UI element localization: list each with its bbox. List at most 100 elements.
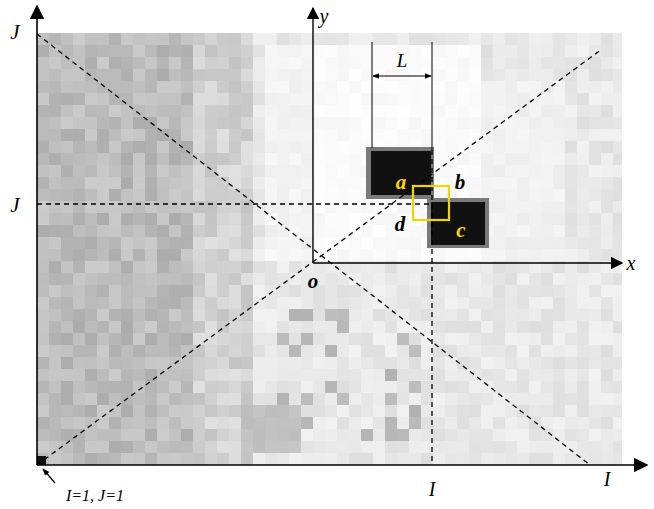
image-pixel	[349, 405, 361, 417]
image-pixel	[49, 381, 61, 393]
image-pixel	[37, 309, 49, 321]
image-pixel	[469, 273, 481, 285]
image-pixel	[157, 141, 169, 153]
image-pixel	[385, 129, 397, 141]
image-pixel	[133, 453, 145, 465]
image-pixel	[97, 177, 109, 189]
image-pixel	[229, 69, 241, 81]
image-pixel	[133, 153, 145, 165]
image-pixel	[49, 405, 61, 417]
image-pixel	[349, 309, 361, 321]
image-pixel	[517, 213, 529, 225]
image-pixel	[505, 309, 517, 321]
image-pixel	[241, 69, 253, 81]
image-pixel	[397, 417, 409, 429]
image-pixel	[169, 369, 181, 381]
image-pixel	[565, 165, 577, 177]
image-pixel	[589, 249, 601, 261]
image-pixel	[145, 189, 157, 201]
image-pixel	[205, 345, 217, 357]
image-pixel	[121, 429, 133, 441]
image-pixel	[241, 453, 253, 465]
dimension-arrow	[373, 75, 431, 76]
image-pixel	[469, 333, 481, 345]
image-pixel	[493, 297, 505, 309]
image-pixel	[157, 57, 169, 69]
image-pixel	[409, 57, 421, 69]
image-pixel	[205, 105, 217, 117]
image-pixel	[229, 273, 241, 285]
image-pixel	[397, 333, 409, 345]
image-pixel	[553, 273, 565, 285]
image-pixel	[589, 117, 601, 129]
image-pixel	[421, 117, 433, 129]
image-pixel	[601, 69, 613, 81]
image-pixel	[193, 45, 205, 57]
image-pixel	[433, 321, 445, 333]
image-pixel	[577, 81, 589, 93]
image-pixel	[109, 249, 121, 261]
image-pixel	[361, 405, 373, 417]
image-pixel	[169, 453, 181, 465]
image-pixel	[529, 225, 541, 237]
image-pixel	[181, 261, 193, 273]
image-pixel	[589, 81, 601, 93]
image-pixel	[241, 333, 253, 345]
image-pixel	[205, 165, 217, 177]
image-pixel	[253, 225, 265, 237]
image-pixel	[565, 201, 577, 213]
image-pixel	[193, 285, 205, 297]
image-pixel	[325, 381, 337, 393]
image-pixel	[349, 225, 361, 237]
image-pixel	[121, 405, 133, 417]
image-pixel	[505, 225, 517, 237]
image-pixel	[517, 393, 529, 405]
image-pixel	[289, 285, 301, 297]
image-pixel	[265, 453, 277, 465]
image-pixel	[361, 309, 373, 321]
image-pixel	[409, 273, 421, 285]
image-pixel	[445, 321, 457, 333]
image-pixel	[193, 57, 205, 69]
image-pixel	[349, 441, 361, 453]
image-pixel	[217, 429, 229, 441]
image-pixel	[481, 33, 493, 45]
image-pixel	[577, 189, 589, 201]
image-pixel	[361, 321, 373, 333]
image-pixel	[517, 141, 529, 153]
image-pixel	[73, 417, 85, 429]
image-pixel	[493, 165, 505, 177]
image-pixel	[289, 273, 301, 285]
image-pixel	[457, 117, 469, 129]
image-pixel	[469, 297, 481, 309]
image-pixel	[373, 297, 385, 309]
feature-shadow	[427, 198, 489, 248]
image-pixel	[409, 357, 421, 369]
image-pixel	[61, 177, 73, 189]
image-pixel	[481, 129, 493, 141]
image-pixel	[589, 177, 601, 189]
image-pixel	[97, 309, 109, 321]
image-pixel	[457, 81, 469, 93]
image-pixel	[421, 81, 433, 93]
image-pixel	[397, 117, 409, 129]
image-pixel	[349, 297, 361, 309]
image-pixel	[37, 261, 49, 273]
image-pixel	[289, 141, 301, 153]
image-pixel	[613, 357, 622, 369]
image-pixel	[421, 381, 433, 393]
image-pixel	[385, 117, 397, 129]
image-pixel	[613, 249, 622, 261]
image-pixel	[85, 345, 97, 357]
image-pixel	[577, 333, 589, 345]
image-pixel	[145, 393, 157, 405]
image-pixel	[337, 105, 349, 117]
image-pixel	[433, 45, 445, 57]
image-pixel	[469, 429, 481, 441]
image-pixel	[49, 297, 61, 309]
image-pixel	[289, 321, 301, 333]
image-pixel	[409, 333, 421, 345]
image-pixel	[373, 249, 385, 261]
image-pixel	[193, 189, 205, 201]
axis-label: J	[10, 22, 19, 43]
